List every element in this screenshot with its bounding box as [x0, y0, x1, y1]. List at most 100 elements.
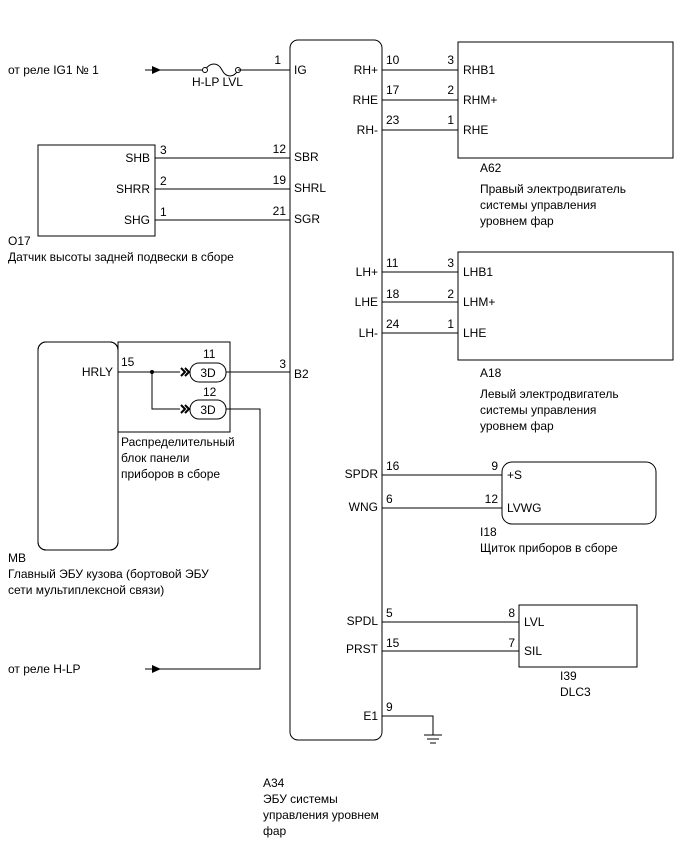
source-hlp-relay: от реле H-LP: [8, 662, 81, 676]
ecu-pin-lhe-name: LHE: [355, 295, 378, 309]
arrow-ig1-icon: [152, 66, 161, 74]
sensor-pin-shrr-name: SHRR: [116, 182, 150, 196]
ecu-pin-rhp-name: RH+: [354, 63, 378, 77]
ecu-pin-sbr-num: 12: [273, 142, 287, 156]
junction-name-2: блок панели: [121, 451, 190, 465]
sensor-pin-shg-name: SHG: [124, 213, 150, 227]
ground-icon: [424, 734, 442, 744]
ecu-pin-rhm-num: 23: [386, 113, 400, 127]
body-ecu-name-2: сети мультиплексной связи): [8, 583, 164, 597]
meter-pin-1-name: +S: [507, 468, 522, 482]
right-motor-pin-3-name: RHE: [463, 123, 488, 137]
sensor-pin-shg-num: 1: [160, 205, 167, 219]
sensor-body: [37, 144, 156, 237]
ecu-pin-lhp-num: 11: [386, 256, 399, 270]
right-motor-name-1: Правый электродвигатель: [480, 182, 626, 196]
ecu-pin-ig-name: IG: [294, 63, 307, 77]
ecu-pin-spdl-name: SPDL: [347, 614, 379, 628]
meter-code: I18: [480, 525, 497, 539]
dlc-name: DLC3: [560, 685, 591, 699]
ecu-name-3: фар: [263, 824, 287, 838]
meter-name: Щиток приборов в сборе: [480, 541, 618, 555]
ecu-pin-spdr-num: 16: [386, 459, 400, 473]
left-motor-pin-2-num: 2: [447, 287, 454, 301]
ecu-pin-lhe-num: 18: [386, 287, 400, 301]
ecu-pin-rhp-num: 10: [386, 53, 400, 67]
right-motor-pin-1-name: RHB1: [463, 63, 495, 77]
ecu-pin-lhm-name: LH-: [359, 326, 378, 340]
sensor-pin-shb-num: 3: [160, 143, 167, 157]
sensor-pin-shb-name: SHB: [125, 151, 150, 165]
ecu-pin-rhm-name: RH-: [357, 123, 378, 137]
ecu-pin-rhe-name: RHE: [353, 93, 378, 107]
right-motor-pin-2-num: 2: [447, 83, 454, 97]
source-ig1-relay: от реле IG1 № 1: [8, 63, 99, 77]
wire-hlp-relay: [145, 408, 261, 670]
sensor-name: Датчик высоты задней подвески в сборе: [8, 250, 234, 264]
left-motor-name-2: системы управления: [480, 403, 596, 417]
meter-body: [501, 461, 657, 525]
body-ecu-code: MB: [8, 551, 26, 565]
right-motor-pin-2-name: RHM+: [463, 93, 497, 107]
left-motor-body: [457, 251, 674, 361]
left-motor-pin-2-name: LHM+: [463, 295, 495, 309]
ecu-pin-b2-name: B2: [294, 367, 309, 381]
ecu-pin-wng-name: WNG: [349, 500, 378, 514]
ecu-pin-prst-num: 15: [386, 636, 400, 650]
connector-top-label: 3D: [200, 366, 216, 380]
body-ecu-name-1: Главный ЭБУ кузова (бортовой ЭБУ: [8, 567, 209, 581]
left-motor-pin-3-name: LHE: [463, 326, 486, 340]
junction-name-1: Распределительный: [121, 435, 235, 449]
right-motor-name-3: уровнем фар: [480, 214, 554, 228]
connector-bottom-icon: [180, 404, 191, 414]
fuse-terminal-left: [202, 67, 208, 73]
ecu-body: [289, 39, 383, 741]
dlc-body: [518, 604, 638, 668]
ecu-name-1: ЭБУ системы: [263, 792, 338, 806]
ecu-pin-lhm-num: 24: [386, 317, 400, 331]
ecu-pin-lhp-name: LH+: [356, 265, 378, 279]
right-motor-name-2: системы управления: [480, 198, 596, 212]
ecu-pin-b2-num: 3: [279, 357, 286, 371]
ecu-pin-wng-num: 6: [386, 492, 393, 506]
ecu-pin-spdr-name: SPDR: [345, 467, 379, 481]
left-motor-pin-3-num: 1: [447, 317, 454, 331]
dlc-code: I39: [560, 669, 577, 683]
dlc-pin-1-num: 8: [508, 606, 515, 620]
ecu-pin-prst-name: PRST: [346, 642, 379, 656]
left-motor-name-3: уровнем фар: [480, 419, 554, 433]
right-motor-code: A62: [480, 161, 502, 175]
meter-pin-2-name: LVWG: [507, 501, 541, 515]
left-motor-pin-1-num: 3: [447, 256, 454, 270]
sensor-code: O17: [8, 234, 31, 248]
ecu-pin-sgr-name: SGR: [294, 212, 320, 226]
meter-pin-2-num: 12: [485, 492, 499, 506]
right-motor-body: [457, 41, 674, 159]
body-ecu-pin-num: 15: [121, 355, 135, 369]
ecu-pin-sgr-num: 21: [273, 204, 287, 218]
dlc-pin-2-num: 7: [508, 636, 515, 650]
dlc-pin-2-name: SIL: [524, 644, 542, 658]
arrow-hlp-icon: [152, 665, 161, 673]
sensor-pin-shrr-num: 2: [160, 174, 167, 188]
meter-pin-1-num: 9: [491, 459, 498, 473]
left-motor-name-1: Левый электродвигатель: [480, 387, 619, 401]
ecu-pin-shrl-name: SHRL: [294, 181, 326, 195]
ecu-pin-sbr-name: SBR: [294, 150, 319, 164]
connector-bottom-label: 3D: [200, 403, 216, 417]
wire-hrly-branch: [151, 372, 180, 410]
left-motor-pin-1-name: LHB1: [463, 265, 493, 279]
ecu-pin-shrl-num: 19: [273, 173, 287, 187]
ecu-pin-spdl-num: 5: [386, 606, 393, 620]
left-motor-code: A18: [480, 366, 502, 380]
fuse-label: H-LP LVL: [192, 75, 243, 89]
connector-top-icon: [180, 367, 191, 377]
ecu-pin-e1-num: 9: [386, 700, 393, 714]
connector-bottom-num: 12: [203, 385, 217, 399]
dlc-pin-1-name: LVL: [524, 615, 545, 629]
ecu-pin-rhe-num: 17: [386, 83, 400, 97]
right-motor-pin-3-num: 1: [447, 113, 454, 127]
body-ecu-outline: [37, 341, 119, 551]
ecu-name-2: управления уровнем: [263, 808, 379, 822]
